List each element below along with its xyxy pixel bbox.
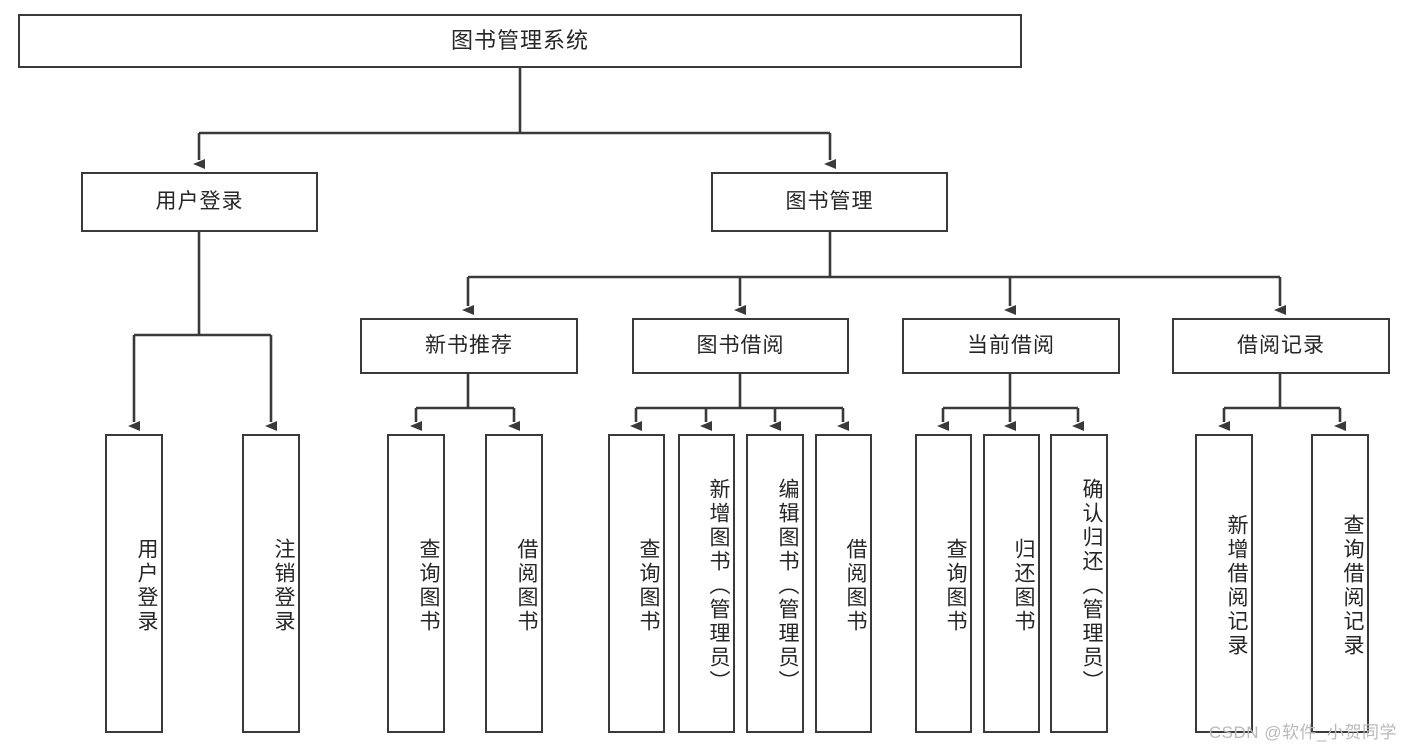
leaf-edit-book-admin[interactable]: 编辑图书（管理员） bbox=[746, 434, 804, 733]
node-label: 新增图书（管理员） bbox=[707, 477, 730, 694]
node-borrow-record[interactable]: 借阅记录 bbox=[1172, 318, 1390, 374]
node-label: 编辑图书（管理员） bbox=[776, 477, 799, 694]
node-label: 用户登录 bbox=[155, 190, 244, 214]
node-user-login[interactable]: 用户登录 bbox=[81, 172, 318, 232]
leaf-query-book-borrow[interactable]: 查询图书 bbox=[608, 434, 665, 733]
leaf-borrow-book-recommend[interactable]: 借阅图书 bbox=[485, 434, 543, 733]
node-label: 查询借阅记录 bbox=[1341, 513, 1364, 658]
leaf-user-logout[interactable]: 注销登录 bbox=[242, 434, 300, 733]
node-label: 注销登录 bbox=[272, 537, 295, 634]
node-label: 查询图书 bbox=[417, 537, 440, 634]
node-current-borrow[interactable]: 当前借阅 bbox=[902, 318, 1120, 374]
leaf-return-book[interactable]: 归还图书 bbox=[983, 434, 1040, 733]
leaf-borrow-book[interactable]: 借阅图书 bbox=[815, 434, 872, 733]
node-label: 用户登录 bbox=[135, 537, 158, 634]
node-label: 借阅图书 bbox=[515, 537, 538, 634]
node-label: 图书管理 bbox=[785, 190, 874, 214]
node-label: 借阅记录 bbox=[1237, 334, 1325, 358]
leaf-add-borrow-record[interactable]: 新增借阅记录 bbox=[1195, 434, 1253, 733]
node-label: 归还图书 bbox=[1012, 537, 1035, 634]
leaf-query-book-recommend[interactable]: 查询图书 bbox=[387, 434, 445, 733]
leaf-query-book-current[interactable]: 查询图书 bbox=[915, 434, 972, 733]
leaf-user-login[interactable]: 用户登录 bbox=[105, 434, 163, 733]
node-label: 图书借阅 bbox=[696, 334, 785, 358]
leaf-confirm-return-admin[interactable]: 确认归还（管理员） bbox=[1050, 434, 1108, 733]
leaf-query-borrow-record[interactable]: 查询借阅记录 bbox=[1311, 434, 1369, 733]
node-book-borrow[interactable]: 图书借阅 bbox=[632, 318, 849, 374]
node-root-book-management-system[interactable]: 图书管理系统 bbox=[18, 14, 1022, 68]
node-label: 当前借阅 bbox=[967, 334, 1055, 358]
node-label: 查询图书 bbox=[944, 537, 967, 634]
csdn-watermark: CSDN @软件_小贺同学 bbox=[1208, 723, 1397, 742]
node-label: 确认归还（管理员） bbox=[1080, 477, 1103, 694]
node-label: 查询图书 bbox=[637, 537, 660, 634]
node-label: 借阅图书 bbox=[844, 537, 867, 634]
node-label: 图书管理系统 bbox=[450, 27, 589, 53]
node-label: 新增借阅记录 bbox=[1225, 513, 1248, 658]
node-new-book-recommend[interactable]: 新书推荐 bbox=[360, 318, 578, 374]
node-label: 新书推荐 bbox=[425, 334, 513, 358]
leaf-add-book-admin[interactable]: 新增图书（管理员） bbox=[678, 434, 735, 733]
node-book-management[interactable]: 图书管理 bbox=[711, 172, 948, 232]
